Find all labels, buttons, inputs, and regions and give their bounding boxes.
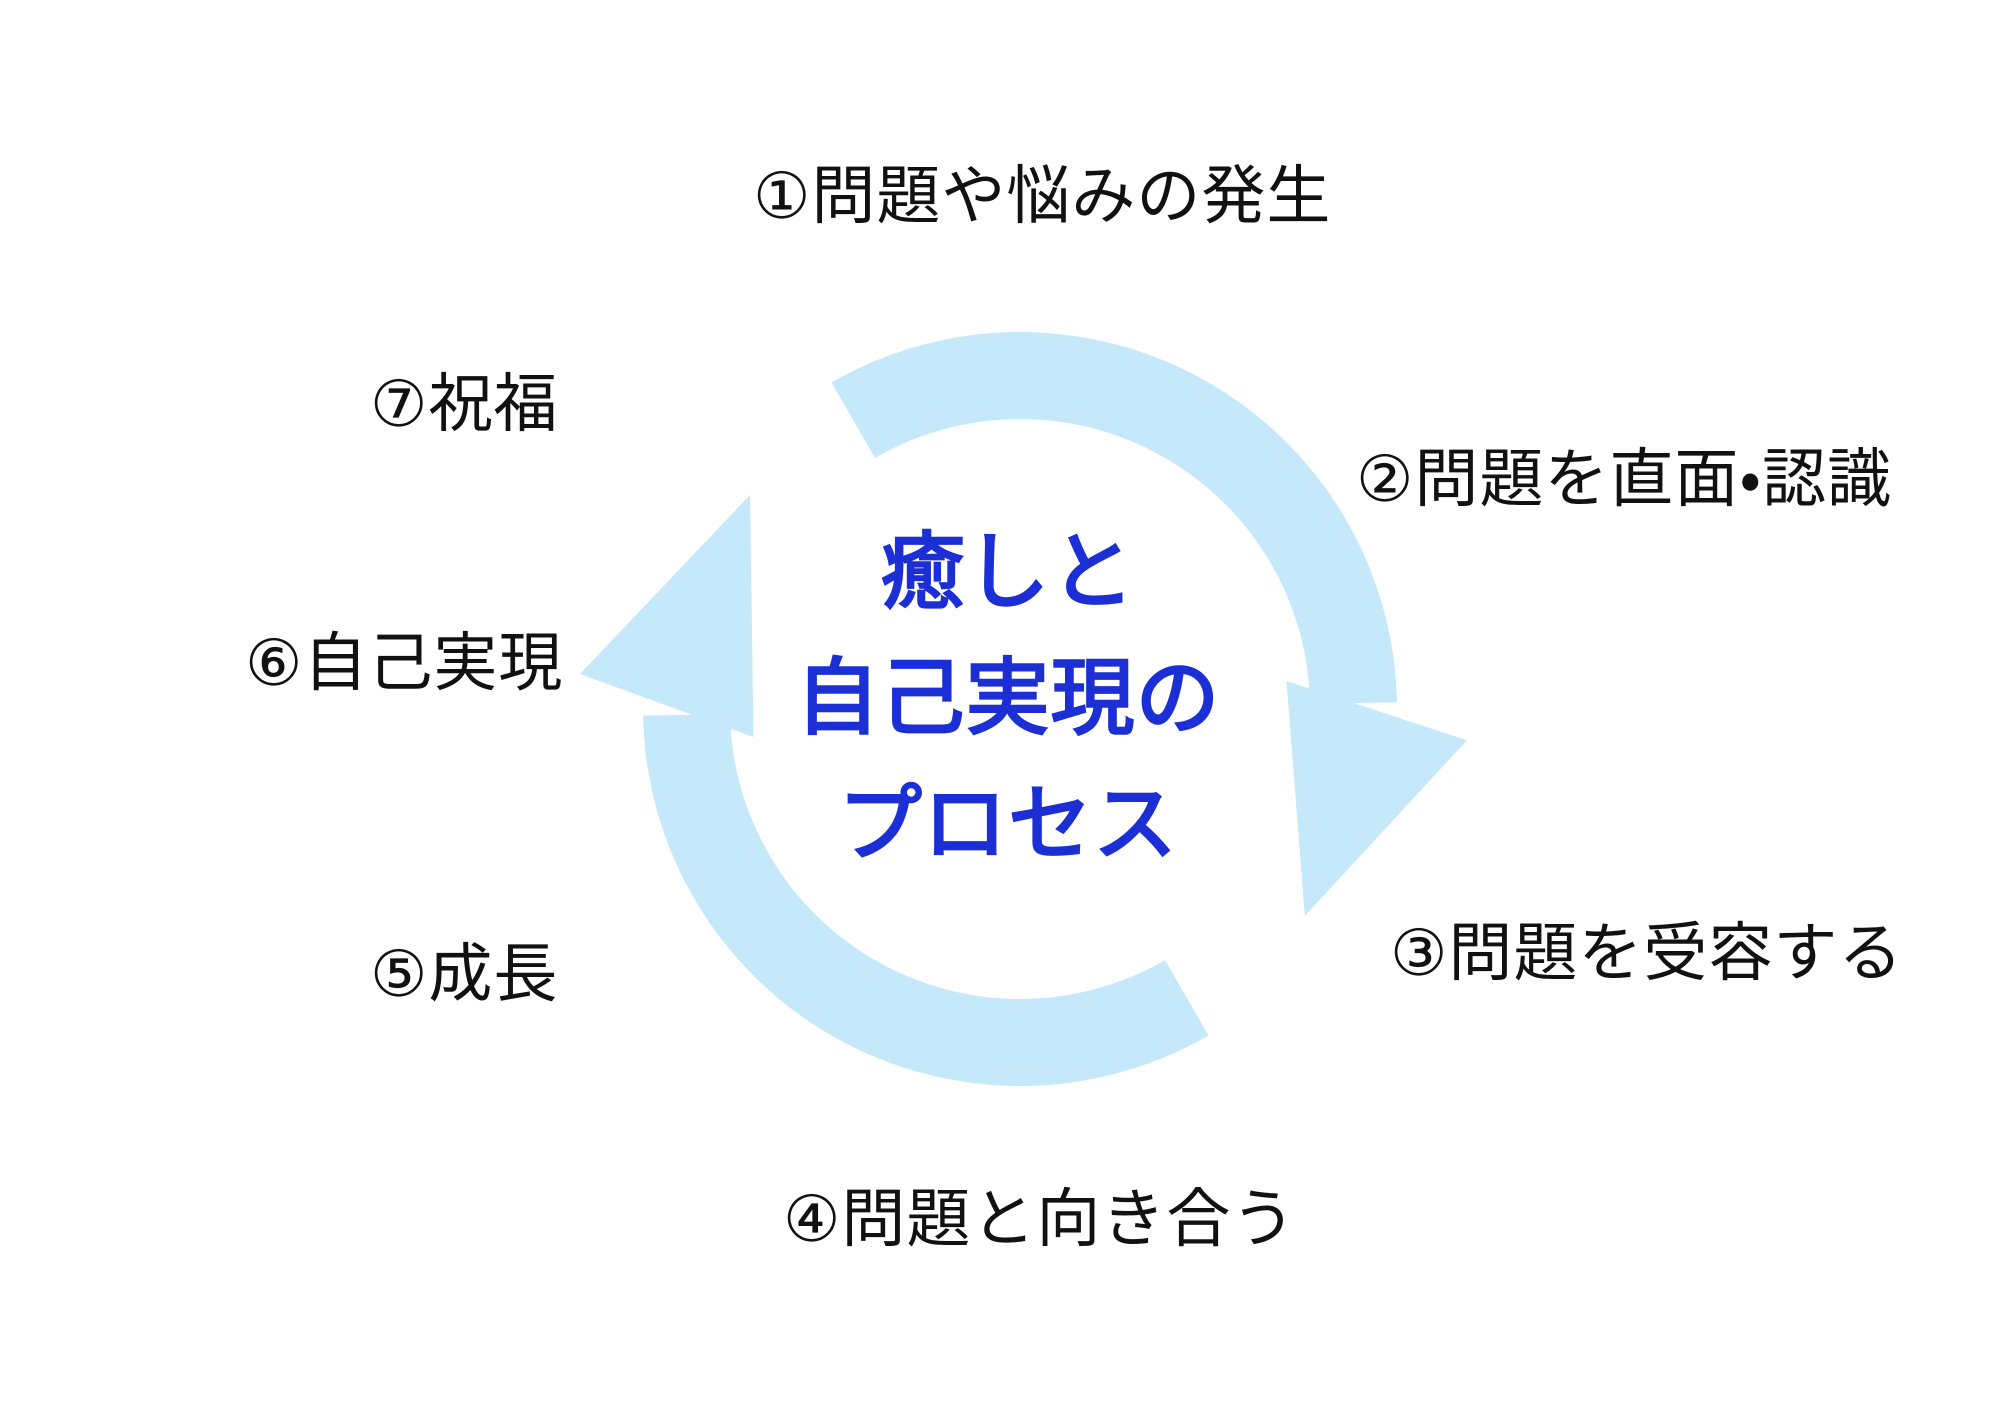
- step-label-4: ④問題と向き合う: [783, 1183, 1297, 1257]
- cycle-arrow-upper-segment: [831, 332, 1467, 916]
- step-label-6: ⑥自己実現: [245, 627, 564, 701]
- step-label-2: ②問題を直面・認識: [1356, 443, 1893, 517]
- diagram-title-line-1: 癒しと: [880, 523, 1136, 621]
- diagram-title: 癒しと 自己実現の プロセス: [608, 509, 1408, 887]
- step-label-5: ⑤成長: [370, 938, 559, 1012]
- diagram-title-line-3: プロセス: [837, 775, 1178, 873]
- diagram-title-line-2: 自己実現の: [795, 649, 1221, 747]
- step-label-1: ①問題や悩みの発生: [753, 160, 1332, 234]
- cycle-arrow-lower-segment: [580, 495, 1209, 1086]
- step-label-3: ③問題を受容する: [1390, 917, 1904, 991]
- step-label-7: ⑦祝福: [370, 368, 559, 442]
